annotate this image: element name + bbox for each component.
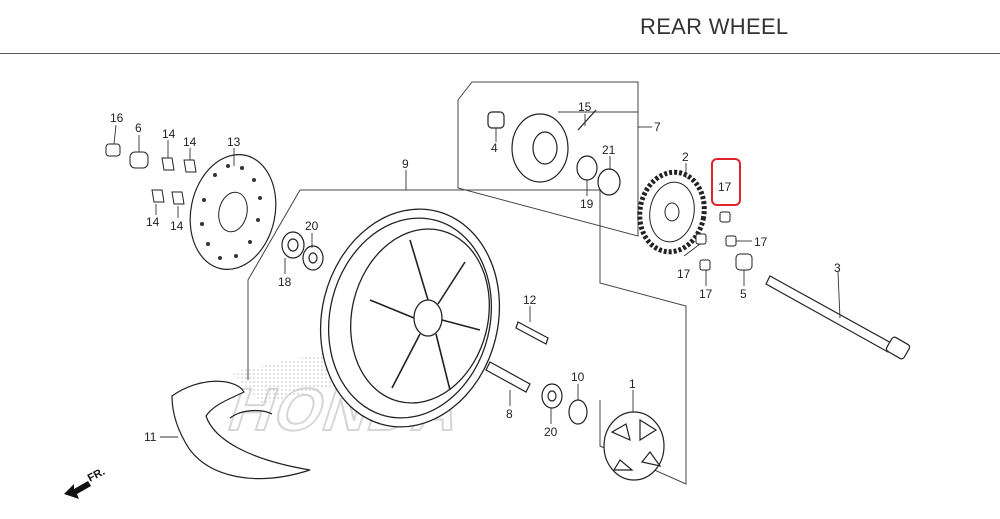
label-part-7: 7 bbox=[654, 120, 661, 134]
label-part-21: 21 bbox=[602, 143, 616, 157]
label-part-20: 20 bbox=[544, 425, 558, 439]
label-part-15: 15 bbox=[578, 100, 592, 114]
label-part-19: 19 bbox=[580, 197, 594, 211]
label-part-8: 8 bbox=[506, 407, 513, 421]
label-part-5: 5 bbox=[740, 287, 747, 301]
page-title: REAR WHEEL bbox=[640, 14, 789, 39]
rear-axle bbox=[765, 275, 911, 360]
leader-lines bbox=[113, 114, 841, 438]
label-part-20: 20 bbox=[305, 219, 319, 233]
label-part-10: 10 bbox=[571, 370, 585, 384]
label-part-11: 11 bbox=[144, 430, 157, 444]
label-part-9: 9 bbox=[402, 157, 409, 171]
rear-wheel-rim bbox=[319, 208, 501, 428]
part-labels: 16 6 14 14 13 14 14 20 18 9 4 15 7 21 19… bbox=[110, 100, 841, 444]
mudguard bbox=[171, 380, 311, 480]
bearings-18-20 bbox=[281, 231, 324, 271]
label-part-14: 14 bbox=[183, 135, 197, 149]
label-part-18: 18 bbox=[278, 275, 292, 289]
label-part-13: 13 bbox=[227, 135, 241, 149]
label-part-6: 6 bbox=[135, 121, 142, 135]
label-part-1: 1 bbox=[629, 377, 636, 391]
label-part-14: 14 bbox=[170, 219, 184, 233]
hub-flange bbox=[487, 109, 621, 196]
label-part-17: 17 bbox=[754, 235, 768, 249]
label-part-14: 14 bbox=[146, 215, 160, 229]
header-divider bbox=[0, 53, 1000, 54]
fasteners-left bbox=[105, 143, 197, 205]
label-part-2: 2 bbox=[682, 150, 689, 164]
lower-hub-parts bbox=[485, 321, 588, 425]
label-part-14: 14 bbox=[162, 127, 176, 141]
label-part-17: 17 bbox=[699, 287, 713, 301]
wheel-damper bbox=[603, 411, 665, 481]
highlight-box-part-17 bbox=[711, 158, 741, 206]
brake-disc bbox=[189, 153, 277, 271]
label-part-4: 4 bbox=[491, 141, 498, 155]
label-part-3: 3 bbox=[834, 261, 841, 275]
front-direction-arrow: FR. bbox=[64, 466, 107, 499]
label-part-17-highlighted: 17 bbox=[718, 180, 732, 194]
label-part-12: 12 bbox=[523, 293, 537, 307]
sprocket-nuts bbox=[695, 211, 753, 271]
label-part-17: 17 bbox=[677, 267, 691, 281]
label-part-16: 16 bbox=[110, 111, 124, 125]
sprocket bbox=[637, 169, 707, 255]
svg-text:FR.: FR. bbox=[86, 466, 107, 485]
